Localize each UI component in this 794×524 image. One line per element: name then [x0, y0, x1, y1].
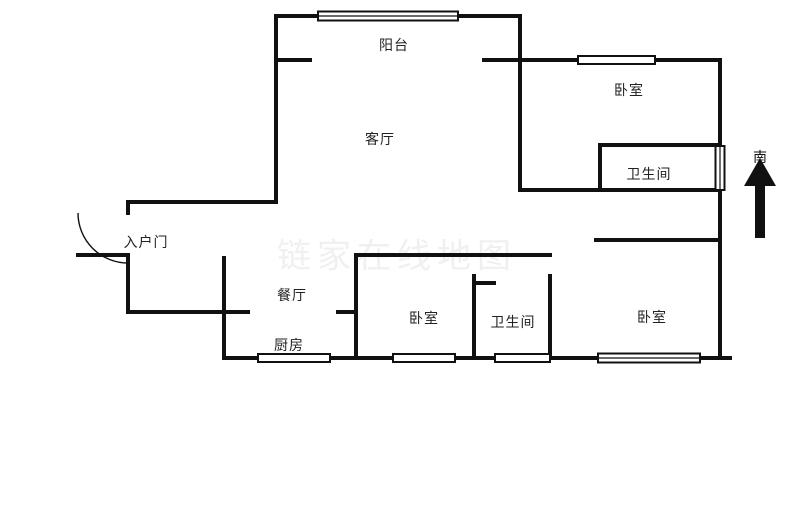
compass-arrow: [744, 158, 776, 238]
room-label-bedroom-se: 卧室: [637, 310, 667, 326]
window-bath-ne-window: [714, 145, 726, 191]
room-label-bath-ne: 卫生间: [626, 167, 672, 183]
room-label-bedroom-ne: 卧室: [614, 83, 644, 99]
window-frame: [392, 353, 456, 363]
room-label-bedroom-s: 卧室: [409, 311, 439, 327]
door-arcs-group: [77, 212, 129, 264]
window-frame: [257, 353, 331, 363]
window-frame: [577, 55, 656, 65]
room-label-entry-door: 入户门: [123, 235, 169, 251]
window-kitchen-window: [257, 353, 331, 363]
room-label-kitchen: 厨房: [274, 338, 304, 354]
window-bath-s-window: [494, 353, 551, 363]
window-frame: [494, 353, 551, 363]
window-balcony-window: [317, 10, 459, 22]
north-arrow-icon: [744, 158, 776, 238]
room-label-balcony: 阳台: [379, 38, 409, 54]
door-arc-entry-door-swing: [77, 212, 129, 264]
room-label-living: 客厅: [365, 132, 395, 148]
window-bedroom-se-window: [597, 352, 701, 364]
windows-group: [257, 10, 726, 364]
room-label-dining: 餐厅: [277, 288, 307, 304]
window-bedroom-s-window: [392, 353, 456, 363]
window-bedroom-ne-window: [577, 55, 656, 65]
room-label-bath-s: 卫生间: [490, 315, 536, 331]
compass-direction-label: 南: [753, 150, 767, 166]
walls-group: [76, 14, 732, 360]
